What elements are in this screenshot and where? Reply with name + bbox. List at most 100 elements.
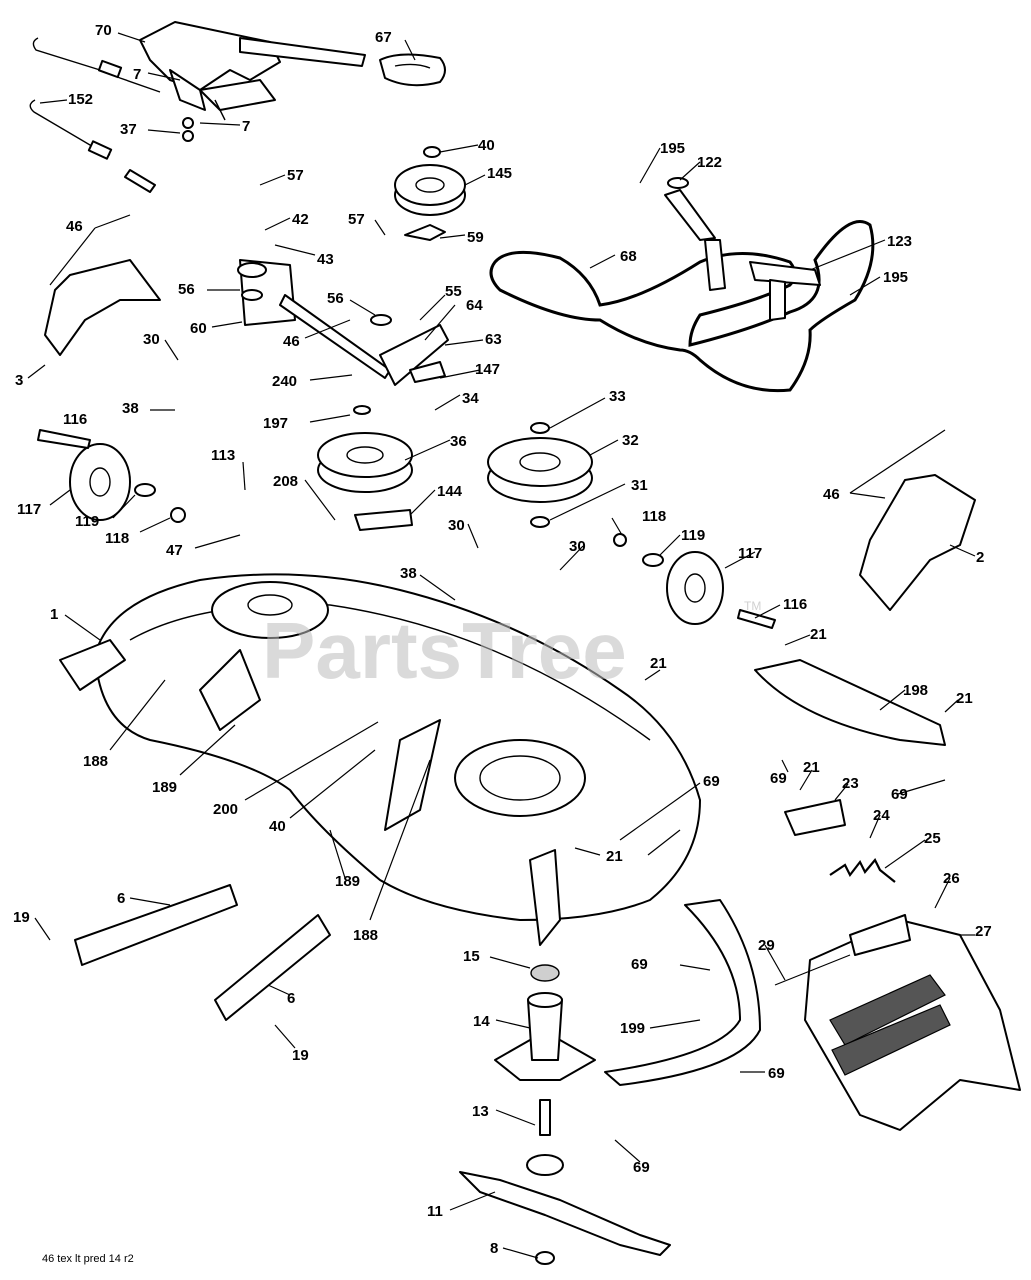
callout-56: 56 xyxy=(327,290,344,307)
cable-152 xyxy=(29,37,161,193)
callout-122: 122 xyxy=(697,154,722,171)
callout-119: 119 xyxy=(681,527,705,544)
callout-70: 70 xyxy=(95,22,112,39)
pulley-36 xyxy=(317,405,413,531)
callout-25: 25 xyxy=(924,830,941,847)
callout-69: 69 xyxy=(633,1159,650,1176)
callout-21: 21 xyxy=(606,848,623,865)
callout-31: 31 xyxy=(631,477,648,494)
mower-deck-1 xyxy=(59,573,701,946)
callout-34: 34 xyxy=(462,390,479,407)
callout-42: 42 xyxy=(292,211,309,228)
callout-57: 57 xyxy=(287,167,304,184)
callout-21: 21 xyxy=(810,626,827,643)
callout-113: 113 xyxy=(211,447,235,464)
guard-3 xyxy=(44,259,161,356)
callout-200: 200 xyxy=(213,801,238,818)
callout-69: 69 xyxy=(703,773,720,790)
callout-37: 37 xyxy=(120,121,137,138)
callout-147: 147 xyxy=(475,361,500,378)
callout-68: 68 xyxy=(620,248,637,265)
callout-116: 116 xyxy=(63,411,87,428)
chute-27 xyxy=(804,914,1021,1131)
footer-code: 46 tex lt pred 14 r2 xyxy=(42,1253,134,1265)
gauge-wheel-right xyxy=(613,533,776,629)
callout-2: 2 xyxy=(976,549,984,566)
callout-47: 47 xyxy=(166,542,183,559)
callout-56: 56 xyxy=(178,281,195,298)
callout-26: 26 xyxy=(943,870,960,887)
callout-6: 6 xyxy=(117,890,125,907)
callout-40: 40 xyxy=(269,818,286,835)
callout-38: 38 xyxy=(122,400,139,417)
callout-21: 21 xyxy=(650,655,667,672)
arm-6-upper xyxy=(74,884,238,966)
callout-69: 69 xyxy=(768,1065,785,1082)
callout-195: 195 xyxy=(660,140,685,157)
callout-63: 63 xyxy=(485,331,502,348)
leader-lines xyxy=(27,32,976,1259)
callout-7: 7 xyxy=(242,118,250,135)
belt-68 xyxy=(489,220,875,393)
callout-14: 14 xyxy=(473,1013,490,1030)
callout-118: 118 xyxy=(105,530,129,547)
callout-33: 33 xyxy=(609,388,626,405)
arm-6-lower xyxy=(214,914,331,1021)
callout-123: 123 xyxy=(887,233,912,250)
callout-38: 38 xyxy=(400,565,417,582)
callout-199: 199 xyxy=(620,1020,645,1037)
callout-67: 67 xyxy=(375,29,392,46)
callout-57: 57 xyxy=(348,211,365,228)
callout-189: 189 xyxy=(152,779,177,796)
callout-117: 117 xyxy=(17,501,41,518)
callout-11: 11 xyxy=(427,1203,443,1220)
bolt-8 xyxy=(535,1251,555,1265)
callout-55: 55 xyxy=(445,283,462,300)
callout-46: 64 xyxy=(466,297,483,314)
callout-59: 59 xyxy=(467,229,484,246)
callout-27: 27 xyxy=(975,923,992,940)
callout-30: 30 xyxy=(143,331,160,348)
callout-13: 13 xyxy=(472,1103,489,1120)
bracket-59 xyxy=(404,224,446,241)
callout-36: 36 xyxy=(450,433,467,450)
rod-29 xyxy=(774,954,851,986)
callout-30: 30 xyxy=(448,517,465,534)
callout-188: 188 xyxy=(83,753,108,770)
callout-15: 15 xyxy=(463,948,480,965)
callout-21: 21 xyxy=(956,690,973,707)
callout-189: 189 xyxy=(335,873,360,890)
callout-144: 144 xyxy=(437,483,463,500)
blade-11 xyxy=(459,1171,671,1256)
callout-43: 43 xyxy=(317,251,334,268)
callout-118: 118 xyxy=(642,508,666,525)
callout-117: 117 xyxy=(738,545,762,562)
belt-guide-123 xyxy=(664,177,821,321)
spring-25 xyxy=(829,858,896,883)
guard-2 xyxy=(859,474,976,611)
spindle-14 xyxy=(494,964,596,1176)
callout-69: 69 xyxy=(770,770,787,787)
callout-3: 3 xyxy=(15,372,23,389)
callout-30: 30 xyxy=(569,538,586,555)
bracket-198 xyxy=(754,659,946,746)
callout-24: 24 xyxy=(873,807,890,824)
callout-19: 19 xyxy=(292,1047,309,1064)
gauge-wheel-left xyxy=(37,429,186,523)
callout-60: 60 xyxy=(190,320,207,337)
handle-67 xyxy=(379,53,446,87)
idler-arm-64 xyxy=(237,259,449,386)
baffle-199 xyxy=(604,899,761,1086)
callout-46: 46 xyxy=(66,218,83,235)
watermark-tm: TM xyxy=(744,599,761,613)
callout-188: 188 xyxy=(353,927,378,944)
callout-7: 7 xyxy=(133,66,141,83)
pulley-145 xyxy=(394,146,466,216)
callout-numbers: 70 67 7 152 7 37 40 145 195 122 57 46 42… xyxy=(13,22,992,1257)
lift-bracket xyxy=(139,21,366,142)
callout-8: 8 xyxy=(490,1240,498,1257)
callout-116: 116 xyxy=(783,596,807,613)
callout-46: 46 xyxy=(823,486,840,503)
